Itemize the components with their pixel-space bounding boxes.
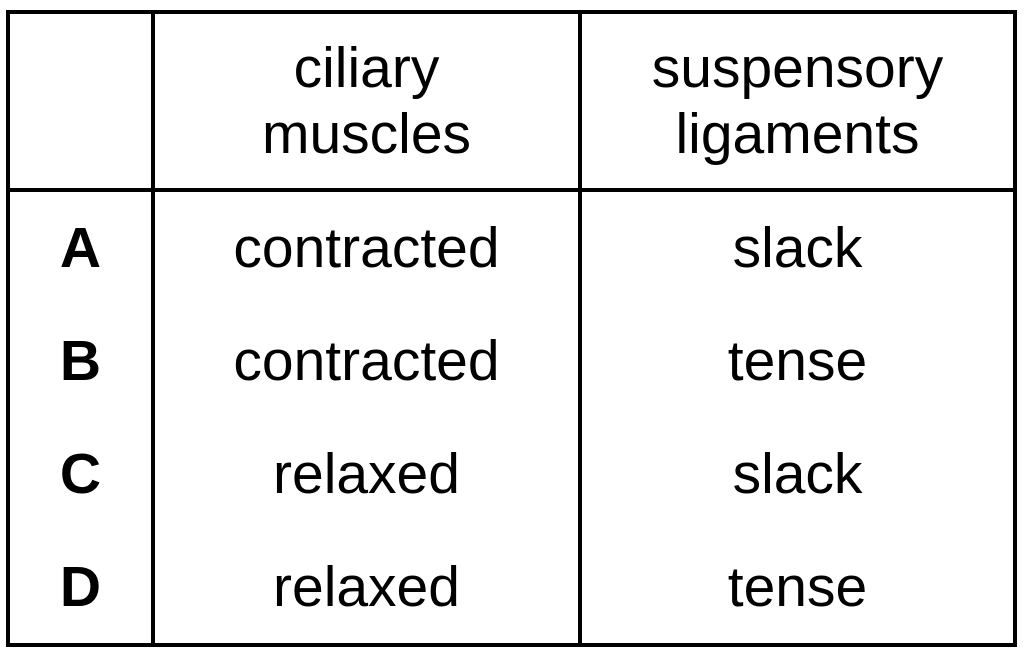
row-label-C: C — [10, 417, 155, 531]
cell-ciliary-muscles-A: contracted — [155, 192, 582, 305]
header-cell-empty — [10, 14, 155, 192]
cell-ciliary-muscles-C: relaxed — [155, 417, 582, 531]
cell-suspensory-ligaments-C: slack — [732, 441, 863, 506]
options-table: ciliary muscles suspensory ligaments A c… — [6, 10, 1017, 647]
cell-ciliary-muscles-B: contracted — [155, 304, 582, 418]
cell-suspensory-ligaments-B: tense — [727, 329, 868, 394]
row-label-B: B — [10, 304, 155, 418]
header-cell-ciliary-muscles: ciliary muscles — [155, 14, 582, 192]
header-cell-suspensory-ligaments: suspensory ligaments — [582, 14, 1013, 192]
row-label-A: A — [10, 192, 155, 305]
cell-suspensory-ligaments-D: tense — [727, 554, 868, 619]
cell-suspensory-ligaments-A: slack — [732, 216, 863, 281]
cell-ciliary-muscles-D: relaxed — [155, 530, 582, 643]
row-label-D: D — [10, 530, 155, 643]
